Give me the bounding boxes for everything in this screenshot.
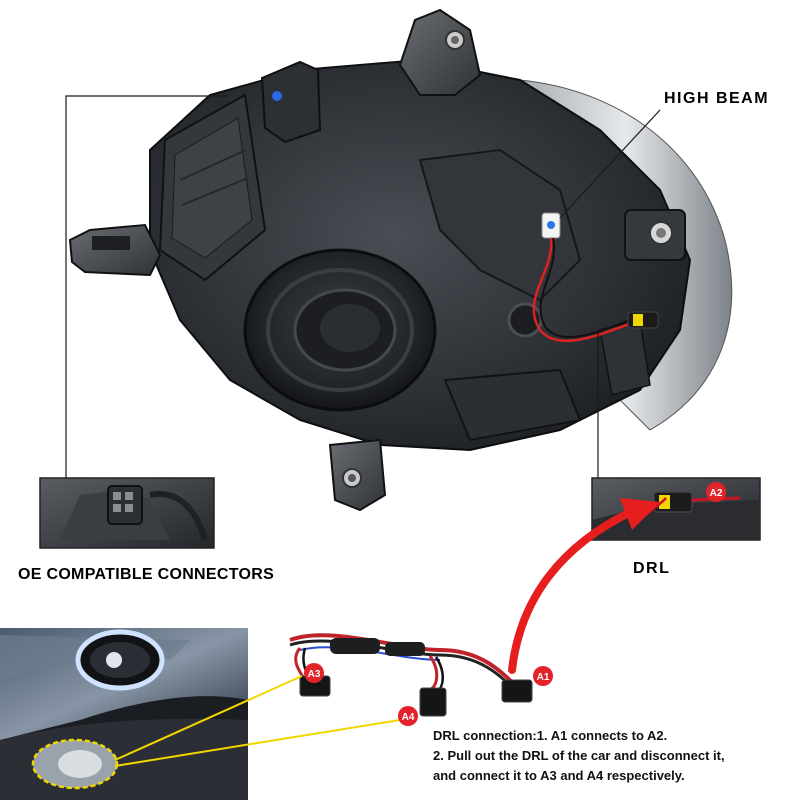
- tag-a1-text: A1: [537, 672, 550, 683]
- connector-plug-icon: [627, 311, 659, 329]
- tag-a4-text: A4: [402, 712, 415, 723]
- bulb-socket-icon: [624, 209, 686, 261]
- headlight-housing: [68, 8, 733, 512]
- drl-connector-inset: A2: [591, 477, 761, 541]
- instruction-line-2: 2. Pull out the DRL of the car and disco…: [433, 748, 725, 763]
- tag-a2-text: A2: [710, 488, 723, 499]
- wire-harness: [289, 633, 533, 717]
- tag-a3-text: A3: [308, 669, 321, 680]
- leader-lines: [65, 95, 661, 478]
- drl-label: DRL: [633, 560, 671, 577]
- red-arrow: [508, 498, 660, 674]
- oe-connector-inset: [39, 477, 215, 549]
- car-photo: [0, 628, 248, 800]
- oe-connectors-label: OE COMPATIBLE CONNECTORS: [18, 566, 275, 583]
- high-beam-wiring: [532, 212, 659, 342]
- tag-a1: A1: [533, 666, 553, 686]
- callout-lines: [114, 675, 401, 767]
- tag-a3: A3: [304, 663, 324, 683]
- instruction-line-3: and connect it to A3 and A4 respectively…: [433, 768, 685, 783]
- instruction-line-1: DRL connection:1. A1 connects to A2.: [433, 728, 668, 743]
- high-beam-label: HIGH BEAM: [664, 90, 770, 107]
- tag-a4: A4: [398, 706, 418, 726]
